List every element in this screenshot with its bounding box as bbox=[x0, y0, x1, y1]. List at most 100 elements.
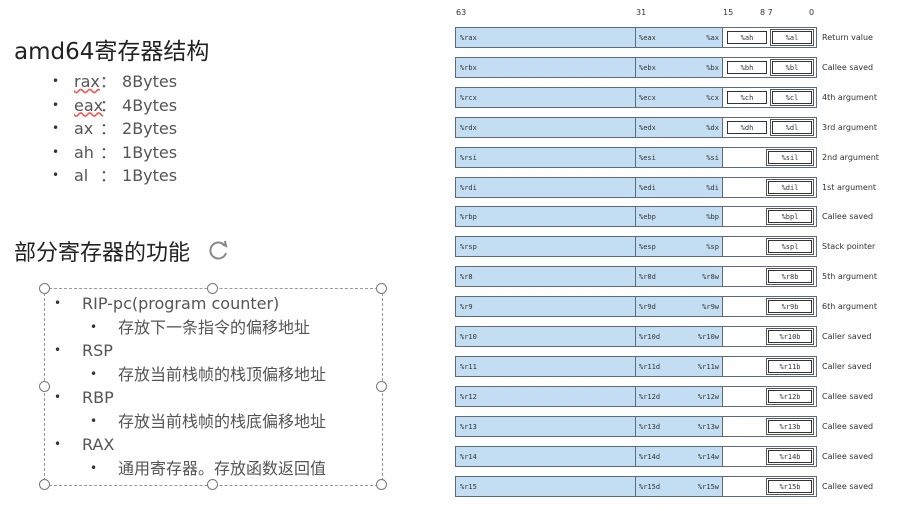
register-high-byte: %ah bbox=[727, 31, 767, 44]
resize-handle[interactable] bbox=[39, 479, 50, 490]
register-low-byte: %r12b bbox=[768, 390, 812, 403]
register-64bit-label: %r15 bbox=[460, 483, 477, 491]
register-32bit-label: %ebx bbox=[639, 64, 656, 72]
register-usage-label: Return value bbox=[822, 33, 873, 42]
register-name: eax bbox=[74, 95, 104, 115]
register-64bit-cell: %rdi bbox=[455, 177, 636, 198]
register-row: %r10%r10d%r10w%r10b bbox=[455, 326, 817, 347]
bullet-icon: • bbox=[90, 366, 98, 381]
bit-label-0: 0 bbox=[809, 8, 815, 17]
list-item: • al ： 1Bytes bbox=[52, 164, 177, 188]
register-low-byte: %dl bbox=[772, 121, 812, 134]
register-name: ax bbox=[74, 119, 94, 138]
register-64bit-cell: %rax bbox=[455, 27, 636, 48]
register-32bit-cell: %ebx %bx bbox=[635, 57, 723, 78]
register-detail: 存放当前栈帧的栈底偏移地址 bbox=[118, 411, 327, 431]
bit-label-8-7: 8 7 bbox=[760, 8, 773, 17]
bullet-icon: • bbox=[52, 74, 60, 88]
register-low-byte: %r9b bbox=[768, 300, 812, 313]
register-16bit-label: %bp bbox=[706, 213, 719, 221]
register-32bit-cell: %r12d%r12w bbox=[635, 386, 723, 407]
register-row: %rax%eax%ax%ah%al bbox=[455, 27, 817, 48]
bit-label-15: 15 bbox=[723, 8, 734, 17]
register-high-byte: %ch bbox=[727, 91, 767, 104]
register-usage-label: Callee saved bbox=[822, 63, 874, 72]
register-low-byte: %sil bbox=[768, 151, 812, 164]
register-64bit-cell: %rdx bbox=[455, 117, 636, 138]
register-row: %rcx%ecx%cx%ch%cl bbox=[455, 87, 817, 108]
register-usage-label: Callee saved bbox=[822, 422, 874, 431]
register-usage-label: 3rd argument bbox=[822, 123, 877, 132]
register-16bit-label: %dx bbox=[706, 124, 719, 132]
slide-text-panel: amd64寄存器结构 • rax ： 8Bytes • eax ： 4Bytes… bbox=[0, 0, 440, 511]
register-64bit-cell: %r11 bbox=[455, 356, 636, 377]
register-usage-label: Callee saved bbox=[822, 392, 874, 401]
list-item: • ax ： 2Bytes bbox=[52, 117, 177, 141]
register-usage-label: Caller saved bbox=[822, 332, 872, 341]
register-64bit-cell: %rbp bbox=[455, 206, 636, 227]
register-32bit-label: %esi bbox=[639, 154, 656, 162]
register-32bit-cell: %r15d%r15w bbox=[635, 476, 723, 497]
register-name: al bbox=[74, 166, 89, 185]
list-item: • eax ： 4Bytes bbox=[52, 94, 177, 118]
register-16bit-label: %r11w bbox=[697, 363, 719, 371]
bit-label-31: 31 bbox=[636, 8, 647, 17]
register-64bit-cell: %r13 bbox=[455, 416, 636, 437]
register-low-cell: %r14b bbox=[722, 446, 817, 467]
register-64bit-label: %r8 bbox=[460, 273, 473, 281]
bullet-icon: • bbox=[54, 437, 62, 451]
register-32bit-cell: %r14d%r14w bbox=[635, 446, 723, 467]
register-low-byte: %dil bbox=[768, 181, 812, 194]
register-low-cell: %ch%cl bbox=[722, 87, 817, 108]
register-low-cell: %r8b bbox=[722, 266, 817, 287]
register-detail: 通用寄存器。存放函数返回值 bbox=[118, 458, 327, 478]
register-32bit-cell: %r11d %r11w bbox=[635, 356, 723, 377]
resize-handle[interactable] bbox=[207, 283, 218, 294]
rotate-handle-icon[interactable] bbox=[207, 238, 231, 262]
resize-handle[interactable] bbox=[376, 479, 387, 490]
resize-handle[interactable] bbox=[376, 381, 387, 392]
list-subitem: •通用寄存器。存放函数返回值 bbox=[54, 457, 326, 481]
register-16bit-label: %r14w bbox=[697, 453, 719, 461]
bullet-icon: • bbox=[52, 144, 60, 159]
register-32bit-cell: %r8d%r8w bbox=[635, 266, 723, 287]
register-low-byte: %al bbox=[772, 31, 812, 44]
list-item: •RIP-pc(program counter) bbox=[54, 292, 326, 316]
register-64bit-label: %rax bbox=[460, 34, 477, 42]
resize-handle[interactable] bbox=[39, 381, 50, 392]
register-low-cell: %r10b bbox=[722, 326, 817, 347]
register-64bit-cell: %rbx bbox=[455, 57, 636, 78]
register-low-byte: %r11b bbox=[768, 360, 812, 373]
resize-handle[interactable] bbox=[39, 283, 50, 294]
register-32bit-label: %edi bbox=[639, 184, 656, 192]
register-16bit-label: %r10w bbox=[697, 333, 719, 341]
register-low-cell: %r12b bbox=[722, 386, 817, 407]
register-name: ah bbox=[74, 142, 94, 162]
register-64bit-cell: %r12 bbox=[455, 386, 636, 407]
register-32bit-label: %r10d bbox=[639, 333, 661, 341]
resize-handle[interactable] bbox=[207, 479, 218, 490]
register-low-cell: %ah %al bbox=[722, 27, 817, 48]
resize-handle[interactable] bbox=[376, 283, 387, 294]
register-size: 1Bytes bbox=[122, 142, 178, 162]
list-item: •RAX bbox=[54, 433, 326, 457]
list-subitem: •存放下一条指令的偏移地址 bbox=[54, 316, 326, 340]
register-low-byte: %r8b bbox=[768, 270, 812, 283]
register-32bit-cell: %ecx%cx bbox=[635, 87, 723, 108]
register-32bit-label: %r11d bbox=[639, 363, 661, 371]
bullet-icon: • bbox=[52, 121, 60, 135]
register-row: %rsp%esp%sp%spl bbox=[455, 236, 817, 257]
register-32bit-cell: %r9d%r9w bbox=[635, 296, 723, 317]
register-usage-label: Callee saved bbox=[822, 452, 874, 461]
register-16bit-label: %bx bbox=[706, 64, 719, 72]
list-item: •RSP bbox=[54, 339, 326, 363]
register-row: %rsi%esi%si%sil bbox=[455, 147, 817, 168]
register-32bit-cell: %r13d%r13w bbox=[635, 416, 723, 437]
register-label: RBP bbox=[82, 388, 114, 407]
register-row: %r9%r9d%r9w%r9b bbox=[455, 296, 817, 317]
register-row: %rbp%ebp%bp%bpl bbox=[455, 206, 817, 227]
register-row: %r11%r11d %r11w %r11b bbox=[455, 356, 817, 377]
register-32bit-label: %r9d bbox=[639, 303, 656, 311]
register-low-byte: %bl bbox=[772, 61, 812, 74]
bullet-icon: • bbox=[90, 319, 98, 334]
